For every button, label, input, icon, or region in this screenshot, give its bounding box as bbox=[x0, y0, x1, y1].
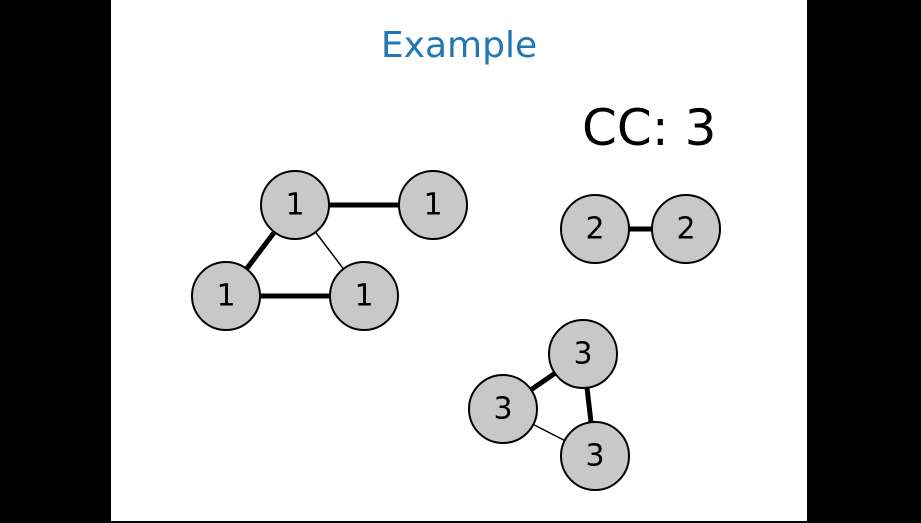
graph-node-b2: 2 bbox=[651, 194, 721, 264]
graph-node-c2: 3 bbox=[468, 374, 538, 444]
slide: Example CC: 3 1 1 1 1 2 2 3 3 3 bbox=[111, 0, 807, 521]
graph-node-c1: 3 bbox=[548, 319, 618, 389]
node-circle bbox=[191, 261, 261, 331]
nodes-layer: 1 1 1 1 2 2 3 3 3 bbox=[191, 170, 721, 491]
node-label: 2 bbox=[676, 212, 695, 247]
connected-components-graph: 1 1 1 1 2 2 3 3 3 bbox=[191, 170, 721, 491]
node-circle bbox=[560, 421, 630, 491]
graph-node-a4: 1 bbox=[329, 261, 399, 331]
graph-node-a1: 1 bbox=[260, 170, 330, 240]
node-label: 3 bbox=[493, 392, 512, 427]
graph-node-c3: 3 bbox=[560, 421, 630, 491]
node-circle bbox=[468, 374, 538, 444]
node-label: 1 bbox=[285, 188, 304, 223]
node-circle bbox=[548, 319, 618, 389]
slide-title: Example bbox=[380, 25, 538, 66]
node-label: 1 bbox=[423, 188, 442, 223]
node-label: 1 bbox=[354, 279, 373, 314]
node-label: 1 bbox=[216, 279, 235, 314]
graph-node-a2: 1 bbox=[398, 170, 468, 240]
node-circle bbox=[560, 194, 630, 264]
graph-node-a3: 1 bbox=[191, 261, 261, 331]
node-circle bbox=[329, 261, 399, 331]
node-label: 3 bbox=[585, 439, 604, 474]
graph-node-b1: 2 bbox=[560, 194, 630, 264]
node-label: 3 bbox=[573, 337, 592, 372]
node-circle bbox=[260, 170, 330, 240]
node-circle bbox=[398, 170, 468, 240]
node-label: 2 bbox=[585, 212, 604, 247]
cc-count-label: CC: 3 bbox=[582, 99, 717, 157]
node-circle bbox=[651, 194, 721, 264]
